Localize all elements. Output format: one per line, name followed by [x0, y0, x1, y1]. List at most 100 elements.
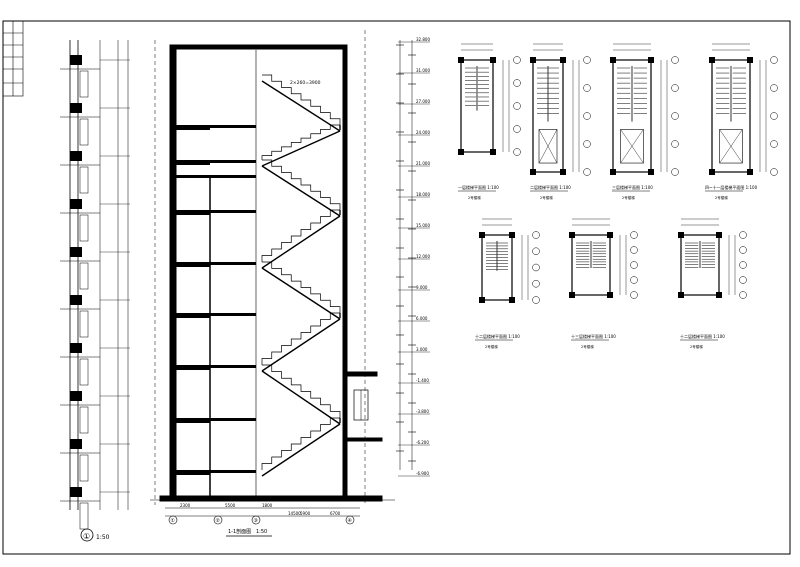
stair-stringer [261, 370, 341, 425]
building-section [150, 30, 395, 505]
plan-column [490, 57, 496, 63]
section-elevation-labels: 32.80031.00027.00024.00021.00018.00015.0… [398, 37, 430, 477]
section-floor-slabs [176, 125, 256, 475]
elevation-label: 27.000 [416, 99, 430, 104]
wall-slab [70, 199, 82, 209]
floor-beam [176, 163, 210, 165]
floor-beam [176, 128, 210, 130]
wall-window [79, 406, 89, 434]
floor-beam [176, 316, 210, 318]
plan-axis-bubble [532, 231, 540, 239]
plan-column [610, 169, 616, 175]
plan-title: 四~十一层楼梯平面图 1:100 [705, 184, 758, 190]
stair-flight [262, 364, 341, 418]
floor-beam [176, 473, 210, 475]
floor-slab [176, 418, 256, 421]
plan-column [560, 169, 566, 175]
plan-axis-bubble [770, 112, 778, 120]
plan-axis-bubble [770, 168, 778, 176]
plan-axis-bubble [630, 246, 638, 254]
wall-window [79, 310, 89, 338]
plan-axis-bubble [583, 84, 591, 92]
plan-column [458, 57, 464, 63]
plan-subtitle: 2号楼梯 [690, 344, 703, 349]
section-scale: 1:50 [256, 529, 267, 535]
plan-axis-bubble [739, 231, 747, 239]
bottom-dimension: 14500 [288, 511, 301, 516]
section-title: 1-1剖面图 [228, 528, 251, 535]
plan-title: 十二层楼梯平面图 1:100 [475, 333, 520, 339]
plan-axis-bubble [532, 263, 540, 272]
axis-number: ③ [254, 518, 258, 524]
plan-axis-bubble [671, 140, 679, 148]
plan-elevator [620, 129, 644, 164]
plan-axis-bubble [513, 79, 521, 87]
plan-axis-bubble [671, 84, 679, 92]
plan-column [458, 149, 464, 155]
wall-slab [70, 247, 82, 257]
plan-axis-bubble [770, 56, 778, 64]
plan-axis-bubble [770, 84, 778, 92]
elevation-label: 31.000 [416, 68, 430, 73]
plan-axis-bubble [770, 140, 778, 148]
plan-subtitle: 2号楼梯 [581, 344, 594, 349]
bottom-dimension: 1800 [262, 503, 273, 508]
plan-column [560, 57, 566, 63]
plan-title: 三层楼梯平面图 1:100 [612, 184, 653, 190]
wall-slab [70, 439, 82, 449]
floor-slab [176, 365, 256, 368]
plan-axis-bubble [532, 296, 540, 304]
plan-axis-bubble [583, 140, 591, 148]
plan-axis-bubble [739, 276, 747, 284]
plan-column [716, 232, 722, 238]
plan-column [678, 232, 684, 238]
plan-axis-bubble [630, 261, 638, 269]
wall-section-scale: 1:50 [96, 534, 110, 541]
plan-elevator [538, 129, 558, 164]
plan-axis-bubble [583, 112, 591, 120]
plan-outline [680, 234, 720, 296]
stair-stringer [261, 267, 341, 320]
plan-axis-bubble [671, 56, 679, 64]
plan-column [747, 57, 753, 63]
plan-title: 二层楼梯平面图 1:100 [530, 184, 571, 190]
plan-axis-bubble [739, 246, 747, 254]
axis-number: ④ [348, 518, 353, 524]
axis-number: ② [216, 518, 221, 524]
sheet-border [2, 20, 791, 555]
plan-subtitle: 2号楼梯 [485, 344, 498, 349]
section-vertical-dimensions [399, 40, 413, 470]
elevation-label: 9.000 [416, 285, 428, 290]
elevation-label: 18.000 [416, 192, 430, 197]
plan-title: 十三层楼梯平面图 1:100 [571, 333, 616, 339]
stair-stringer [261, 165, 341, 217]
elevation-label: 15.000 [416, 223, 430, 228]
plan-column [479, 232, 485, 238]
plan-axis-bubble [630, 231, 638, 239]
wall-window [79, 118, 89, 146]
bottom-dimension: 5900 [300, 511, 311, 516]
plan-axis-bubble [532, 280, 540, 288]
floor-slab [176, 470, 256, 473]
wall-slab [70, 103, 82, 113]
elevation-label: -3.800 [416, 409, 429, 414]
floor-beam [176, 421, 210, 423]
plan-column [569, 232, 575, 238]
section-bottom-dimensions [165, 507, 360, 517]
plan-column [530, 169, 536, 175]
wall-window [79, 70, 89, 98]
wall-window [79, 358, 89, 386]
elevation-label: 21.000 [416, 161, 430, 166]
plan-column [610, 57, 616, 63]
stair-stringer [261, 423, 341, 477]
plan-column [648, 169, 654, 175]
plan-outline [532, 59, 564, 173]
plan-subtitle: 2号楼梯 [468, 195, 481, 200]
plan-column [607, 292, 613, 298]
plan-subtitle: 2号楼梯 [622, 195, 635, 200]
elevation-label: 12.000 [416, 254, 430, 259]
floor-slab [176, 125, 256, 128]
plan-axis-bubble [739, 261, 747, 269]
stair-flight [262, 74, 341, 125]
